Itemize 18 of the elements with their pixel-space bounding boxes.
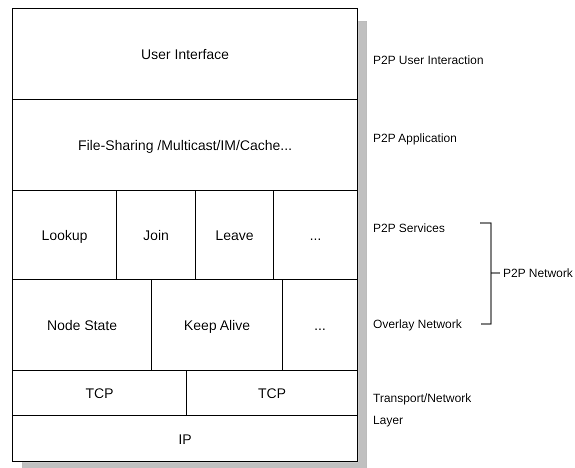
layer-box: TCP: [186, 370, 358, 416]
layer-label: Transport/Network Layer: [373, 390, 472, 429]
layer-box: User Interface: [12, 8, 358, 100]
layer-label: P2P Services: [373, 220, 446, 237]
layer-box: File-Sharing /Multicast/IM/Cache...: [12, 99, 358, 191]
layer-box: ...: [282, 279, 358, 371]
layer-box: Leave: [195, 190, 274, 280]
layer-box: Node State: [12, 279, 152, 371]
layer-label: P2P Application: [373, 130, 458, 147]
layer-box: Join: [116, 190, 196, 280]
layer-box: Lookup: [12, 190, 117, 280]
layer-label: Overlay Network: [373, 316, 463, 333]
layer-label: P2P Network: [503, 265, 574, 282]
layer-box: ...: [273, 190, 358, 280]
layer-box: TCP: [12, 370, 187, 416]
layer-box: Keep Alive: [151, 279, 283, 371]
layer-label: P2P User Interaction: [373, 52, 485, 69]
layer-box: IP: [12, 415, 358, 462]
